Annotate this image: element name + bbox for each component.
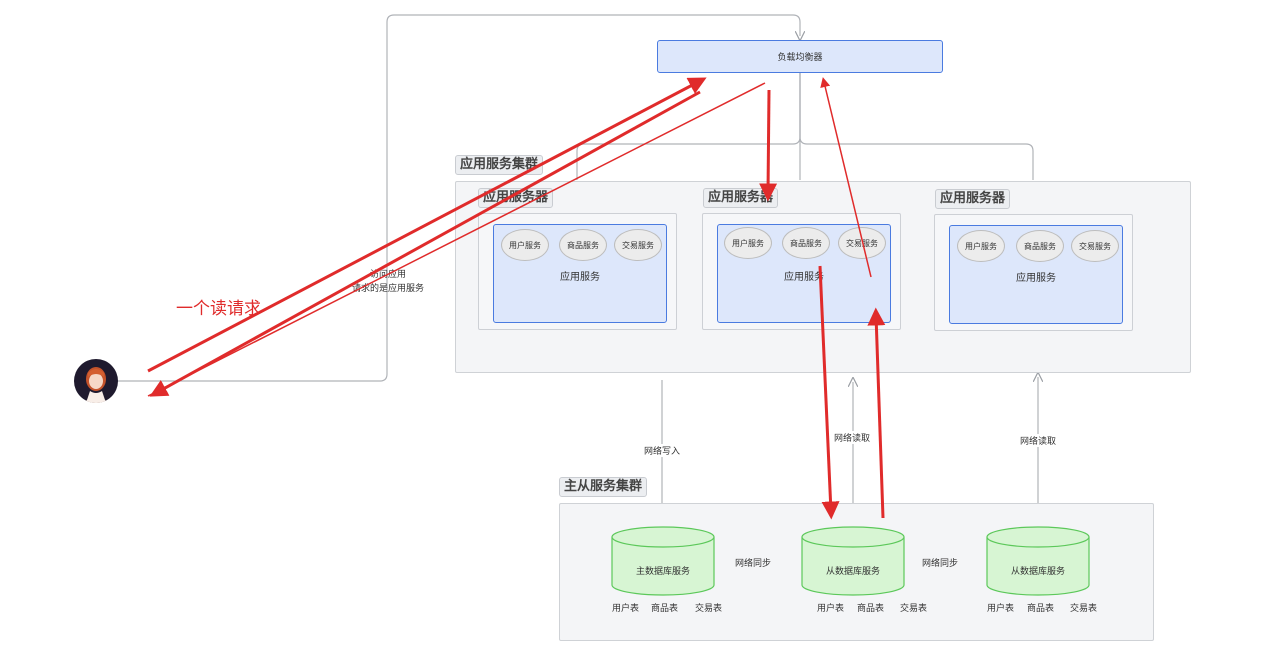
table-label: 交易表 [900,604,928,614]
app-service-box-3[interactable]: 用户服务 商品服务 交易服务 应用服务 [949,225,1123,324]
db-label: 主数据库服务 [635,567,690,577]
read-label-2: 网络读取 [1018,434,1059,447]
service-pill[interactable]: 商品服务 [559,229,607,261]
write-label: 网络写入 [642,444,683,457]
sync-label-2: 网络同步 [922,559,959,569]
access-note-line2: 请求的是应用服务 [351,284,424,294]
app-cluster-title: 应用服务集群 [455,155,544,175]
lb-to-server3-connector [799,72,1034,180]
service-pill[interactable]: 交易服务 [1071,230,1119,262]
table-label: 交易表 [695,604,723,614]
table-label: 用户表 [817,604,845,614]
table-label: 用户表 [987,604,1015,614]
service-pill[interactable]: 交易服务 [838,227,886,259]
service-pill[interactable]: 用户服务 [957,230,1005,262]
service-pill[interactable]: 用户服务 [724,227,772,259]
read-label-1: 网络读取 [832,431,873,444]
read-request-annotation: 一个读请求 [176,299,261,319]
table-label: 交易表 [1070,604,1098,614]
service-pill[interactable]: 商品服务 [782,227,830,259]
app-service-label: 应用服务 [784,272,824,283]
red-arrow-user-to-lb [147,77,707,373]
red-arrow-server-to-db [818,265,840,520]
red-arrow-lb-to-server [759,89,778,202]
table-label: 商品表 [857,604,885,614]
load-balancer-label: 负载均衡器 [777,53,823,63]
db-label: 从数据库服务 [825,567,880,577]
avatar[interactable] [74,359,118,403]
db-cluster-title: 主从服务集群 [559,477,648,497]
user-to-lb-connector [118,14,800,382]
red-line-server-to-lb [820,77,872,278]
table-label: 商品表 [651,604,679,614]
slave-db-cylinder-2 [986,526,1090,596]
red-line-lb-to-user [147,82,766,397]
db-label: 从数据库服务 [1010,567,1065,577]
app-service-label: 应用服务 [1016,273,1056,284]
sync-label-1: 网络同步 [735,559,772,569]
red-arrow-lb-to-user [149,90,701,397]
master-db-cylinder [611,526,715,596]
service-pill[interactable]: 交易服务 [614,229,662,261]
table-label: 用户表 [612,604,640,614]
red-arrow-db-to-server [867,307,886,519]
slave-db-cylinder-1 [801,526,905,596]
app-service-box-2[interactable]: 用户服务 商品服务 交易服务 应用服务 [717,224,891,323]
app-service-box-1[interactable]: 用户服务 商品服务 交易服务 应用服务 [493,224,667,323]
service-pill[interactable]: 用户服务 [501,229,549,261]
app-server-title-3: 应用服务器 [935,189,1011,209]
service-pill[interactable]: 商品服务 [1016,230,1064,262]
app-service-label: 应用服务 [560,272,600,283]
load-balancer-node[interactable]: 负载均衡器 [657,40,943,73]
table-label: 商品表 [1027,604,1055,614]
